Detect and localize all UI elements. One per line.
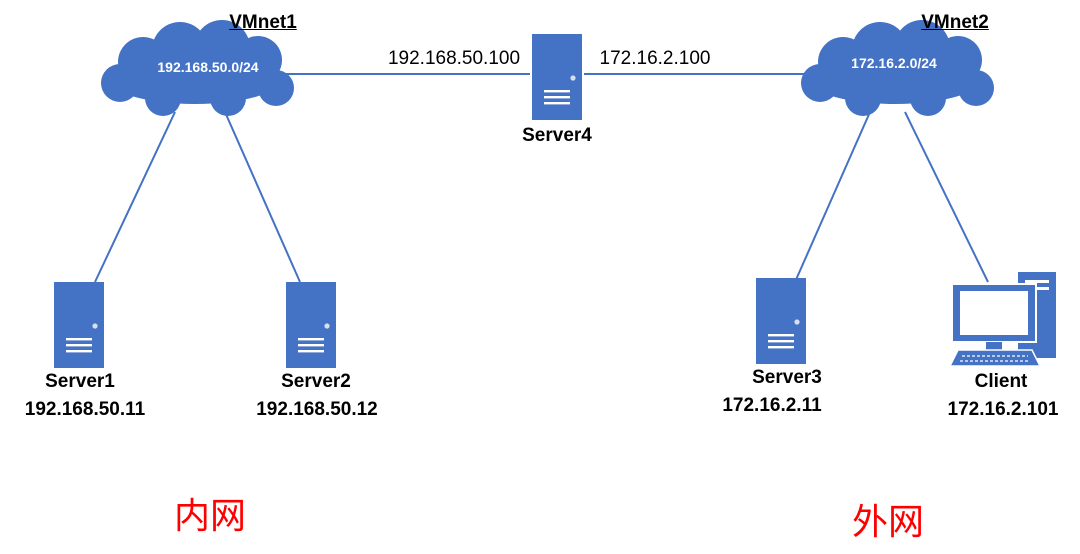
link-vmnet1-server2	[224, 111, 301, 283]
client-desktop-icon	[948, 272, 1056, 367]
external-zone-label: 外网	[851, 502, 925, 543]
server1-icon	[54, 282, 104, 368]
vmnet1-subnet-label: 192.168.50.0/24	[157, 59, 259, 75]
server4-right-interface-ip: 172.16.2.100	[599, 48, 711, 69]
vmnet2-subnet-label: 172.16.2.0/24	[851, 55, 937, 71]
server4-name: Server4	[522, 125, 592, 146]
client-ip: 172.16.2.101	[947, 399, 1059, 420]
link-vmnet2-server3	[794, 111, 871, 283]
vmnet1-title: VMnet1	[229, 12, 297, 33]
server2-name: Server2	[281, 371, 351, 392]
server1-name: Server1	[45, 371, 115, 392]
server2-ip: 192.168.50.12	[256, 399, 378, 420]
server3-name: Server3	[752, 367, 822, 388]
server4-icon	[532, 34, 582, 120]
server3-icon	[756, 278, 806, 364]
cloud-icon-vmnet2	[801, 20, 994, 116]
links	[94, 73, 989, 283]
link-vmnet2-client	[904, 111, 989, 283]
link-vmnet1-server1	[94, 111, 176, 283]
internal-zone-label: 内网	[173, 496, 247, 537]
server3-ip: 172.16.2.11	[722, 395, 822, 416]
server2-icon	[286, 282, 336, 368]
cloud-icon-vmnet1	[101, 20, 294, 116]
server4-left-interface-ip: 192.168.50.100	[387, 48, 521, 69]
client-name: Client	[974, 371, 1028, 392]
server1-ip: 192.168.50.11	[24, 399, 146, 420]
vmnet2-title: VMnet2	[921, 12, 989, 33]
